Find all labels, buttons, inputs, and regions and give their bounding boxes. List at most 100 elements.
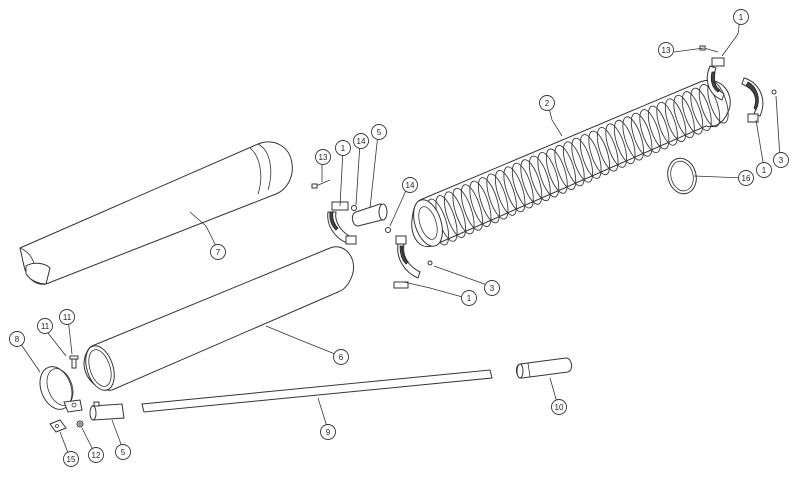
callout-label: 13 <box>319 153 328 162</box>
callout-circle <box>539 95 555 111</box>
callout-label: 16 <box>742 174 751 183</box>
hose-rib <box>494 169 517 216</box>
callout-c5b: 5 <box>115 444 131 460</box>
callout-label: 7 <box>216 248 221 257</box>
callout-label: 8 <box>15 335 20 344</box>
hose-rib <box>443 191 467 239</box>
small-screws <box>69 355 79 369</box>
callout-c10: 10 <box>551 399 567 415</box>
callout-circle <box>658 42 674 58</box>
callout-circle <box>320 424 336 440</box>
hose-rib <box>545 148 568 194</box>
hose-rib <box>647 105 670 150</box>
callout-label: 6 <box>339 353 344 362</box>
callout-c2: 2 <box>539 95 555 111</box>
callout-circle <box>210 244 226 260</box>
hose-rib <box>681 91 704 135</box>
callout-circle <box>88 447 104 463</box>
o-rings <box>351 205 391 233</box>
callout-circle <box>63 451 79 467</box>
hose-rib <box>579 134 602 179</box>
hose-rib <box>562 141 585 187</box>
callout-circle <box>37 318 53 334</box>
callout-label: 3 <box>779 156 784 165</box>
hose-rib <box>664 98 687 143</box>
callout-c11a: 11 <box>37 318 53 334</box>
callout-c9: 9 <box>320 424 336 440</box>
hose-rib <box>452 187 475 235</box>
hose-rib <box>520 159 543 205</box>
callout-c12: 12 <box>88 447 104 463</box>
hose-rib <box>511 162 534 209</box>
gasket-ring <box>667 157 697 195</box>
callout-label: 13 <box>662 46 671 55</box>
screw-13-mid <box>311 179 331 189</box>
callout-label: 9 <box>326 428 331 437</box>
callout-circle <box>733 9 749 25</box>
callout-c1b: 1 <box>756 162 772 178</box>
callout-c13a: 13 <box>658 42 674 58</box>
hose-rib <box>571 137 594 183</box>
callout-label: 1 <box>341 144 346 153</box>
bolts <box>427 89 777 266</box>
callout-circle <box>461 290 477 306</box>
callout-c13b: 13 <box>315 149 331 165</box>
hose-rib <box>588 130 611 176</box>
hose-rib <box>630 112 653 157</box>
screw-13-top <box>699 45 719 53</box>
hose-rib <box>622 116 644 161</box>
callout-circle <box>551 399 567 415</box>
callout-circle <box>402 177 418 193</box>
hose-rib <box>605 123 627 168</box>
callout-label: 2 <box>545 99 550 108</box>
callout-c14a: 14 <box>353 133 369 149</box>
half-pipe-nozzle <box>19 141 293 285</box>
hose-rib <box>690 87 712 131</box>
callout-label: 10 <box>555 403 564 412</box>
callout-circle <box>484 280 500 296</box>
hose-rib <box>460 184 483 231</box>
callout-label: 11 <box>63 313 72 322</box>
callout-c3b: 3 <box>484 280 500 296</box>
callout-label: 1 <box>762 166 767 175</box>
callout-label: 1 <box>739 13 744 22</box>
clamp-ring <box>39 366 83 413</box>
hose-rib <box>596 127 619 172</box>
callout-c11b: 11 <box>59 309 75 325</box>
clamp-right-upper-b <box>741 77 764 123</box>
callout-circle <box>773 152 789 168</box>
hose-rib <box>528 155 551 202</box>
hose-rib <box>639 109 661 154</box>
callout-circle <box>371 124 387 140</box>
corrugated-hose <box>411 79 731 248</box>
callout-circle <box>756 162 772 178</box>
callout-circle <box>59 309 75 325</box>
hose-rib <box>613 119 636 165</box>
callout-c1a: 1 <box>733 9 749 25</box>
callout-label: 14 <box>406 181 415 190</box>
callout-circle <box>9 331 25 347</box>
small-tube-upper <box>351 203 388 227</box>
callout-circle <box>315 149 331 165</box>
hose-rib <box>477 177 500 224</box>
hose-rib <box>486 173 509 220</box>
hose-rib <box>656 101 678 146</box>
callout-label: 11 <box>41 322 50 331</box>
hose-rib <box>554 144 577 191</box>
short-sleeve <box>515 357 573 379</box>
callout-label: 15 <box>67 455 76 464</box>
callout-c8: 8 <box>9 331 25 347</box>
callout-c15: 15 <box>63 451 79 467</box>
long-rod <box>141 369 493 413</box>
callout-label: 14 <box>357 137 366 146</box>
callout-c5a: 5 <box>371 124 387 140</box>
clamp-right-upper-a <box>706 57 725 101</box>
callout-c1c: 1 <box>335 140 351 156</box>
callout-circle <box>738 170 754 186</box>
callout-label: 5 <box>121 448 126 457</box>
small-nut <box>76 420 84 428</box>
callout-label: 5 <box>377 128 382 137</box>
